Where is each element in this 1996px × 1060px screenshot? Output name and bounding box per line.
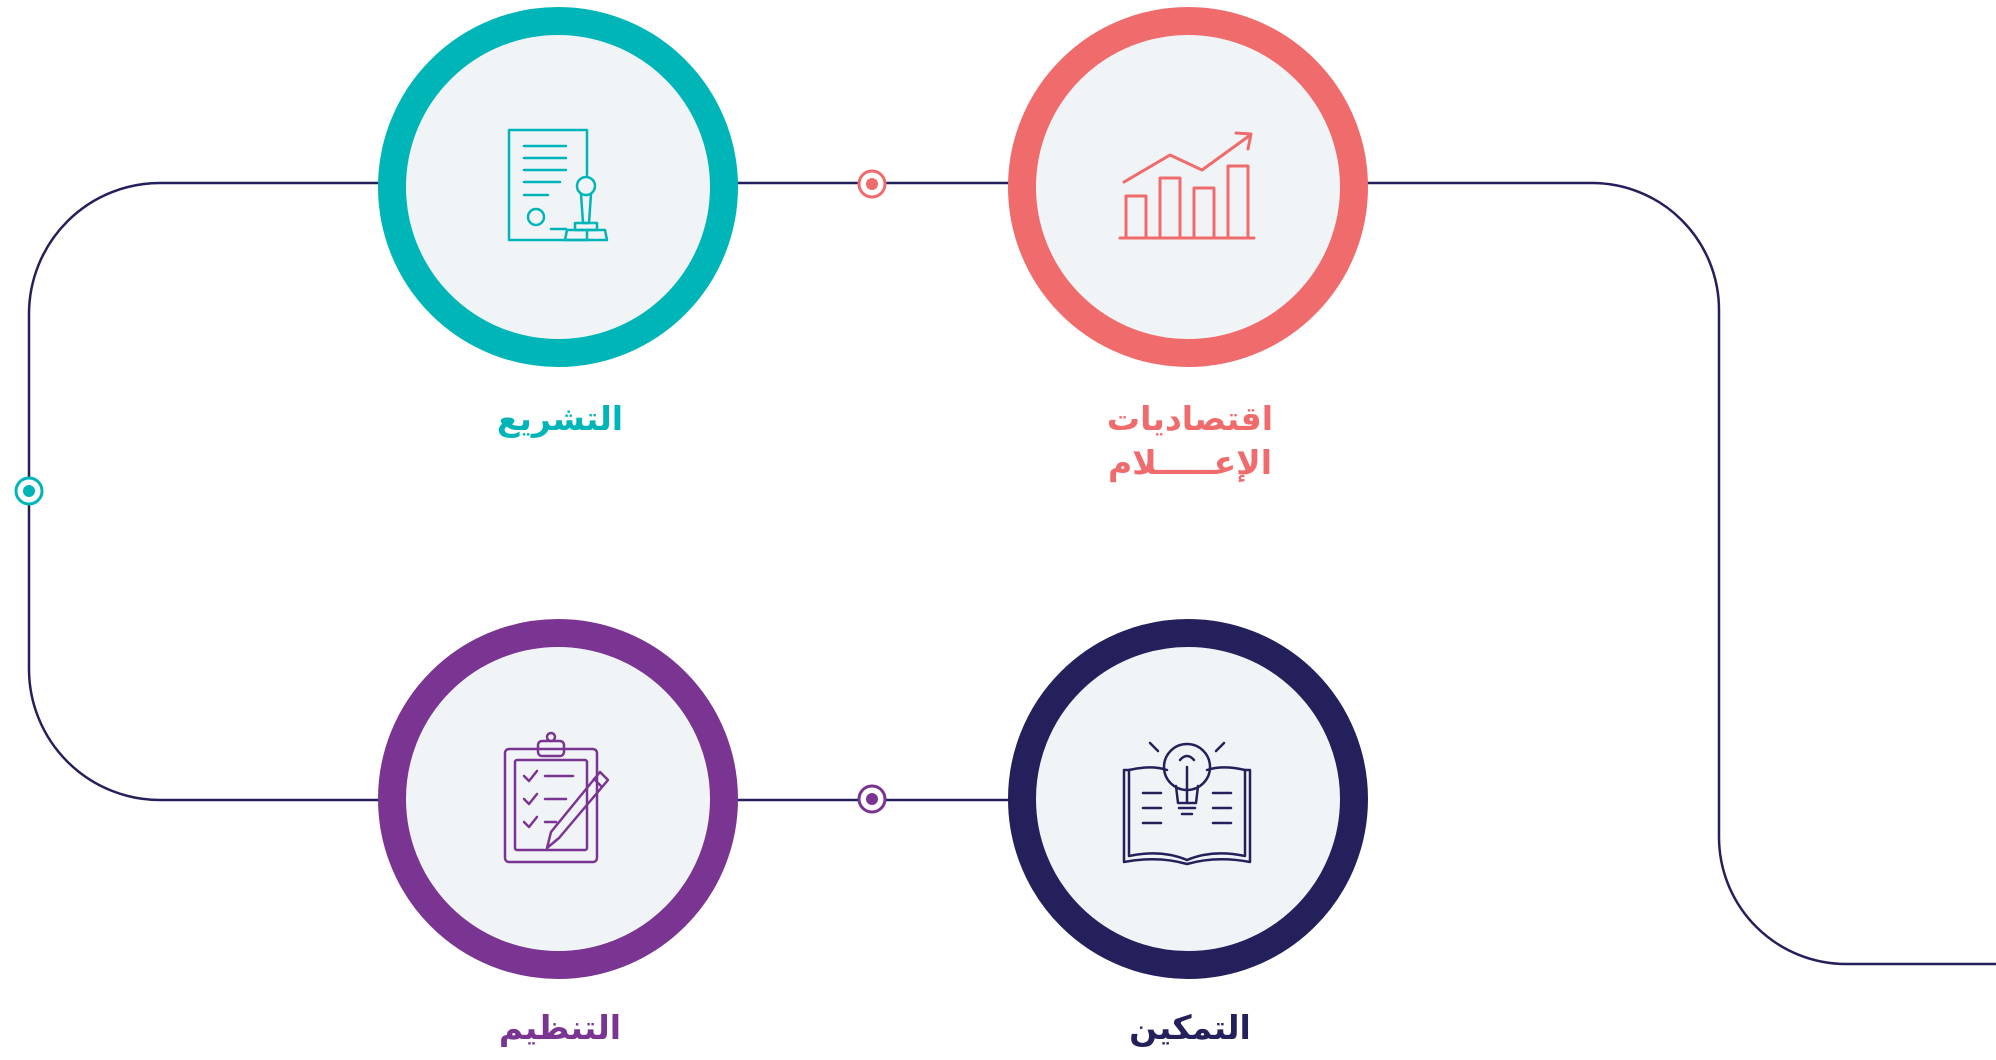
open-book-lightbulb-icon xyxy=(1122,741,1252,866)
connector-line xyxy=(27,181,1996,966)
clipboard-checklist-icon xyxy=(503,731,610,864)
connector-dot-top xyxy=(857,169,887,199)
bar-chart-growth-icon xyxy=(1118,131,1256,240)
node-empowerment xyxy=(1008,619,1368,979)
label-organization: التنظيم xyxy=(498,1008,622,1047)
node-organization xyxy=(378,619,738,979)
connector-dot-bottom xyxy=(857,784,887,814)
label-media-economics: اقتصاديات الإعـــــلام xyxy=(1070,397,1310,485)
label-legislation: التشريع xyxy=(496,399,624,438)
label-media-economics-line2: الإعـــــلام xyxy=(1107,443,1273,482)
label-media-economics-line1: اقتصاديات xyxy=(1106,399,1274,438)
node-legislation xyxy=(378,7,738,367)
node-media-economics xyxy=(1008,7,1368,367)
connector-dot-left xyxy=(14,476,44,506)
label-empowerment: التمكين xyxy=(1129,1008,1251,1047)
document-stamp-icon xyxy=(507,128,609,242)
